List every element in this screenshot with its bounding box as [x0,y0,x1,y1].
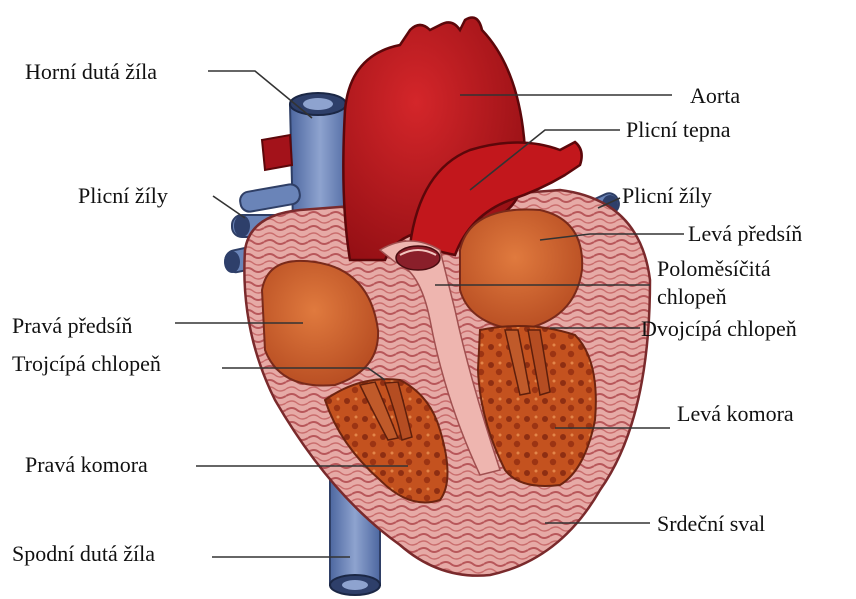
label-trojcipa-chlopen: Trojcípá chlopeň [12,351,161,376]
label-leva-komora: Levá komora [677,401,794,426]
label-aorta: Aorta [690,83,740,108]
label-horni-duta-zila: Horní dutá žíla [25,59,157,84]
label-plicni-zily-right: Plicní žíly [622,183,712,208]
label-prava-predsin: Pravá předsíň [12,313,132,338]
label-plicni-tepna: Plicní tepna [626,117,731,142]
label-leva-predsin: Levá předsíň [688,221,802,246]
label-prava-komora: Pravá komora [25,452,148,477]
label-plicni-zily-left: Plicní žíly [78,183,168,208]
label-spodni-duta-zila: Spodní dutá žíla [12,541,155,566]
label-dvojcipa-chlopen: Dvojcípá chlopeň [641,316,797,341]
label-polomesicita-line1: Poloměsíčitá [657,256,771,281]
semilunar-valve [396,246,440,270]
label-polomesicita-line2: chlopeň [657,284,727,309]
label-srdecni-sval: Srdeční sval [657,511,765,536]
